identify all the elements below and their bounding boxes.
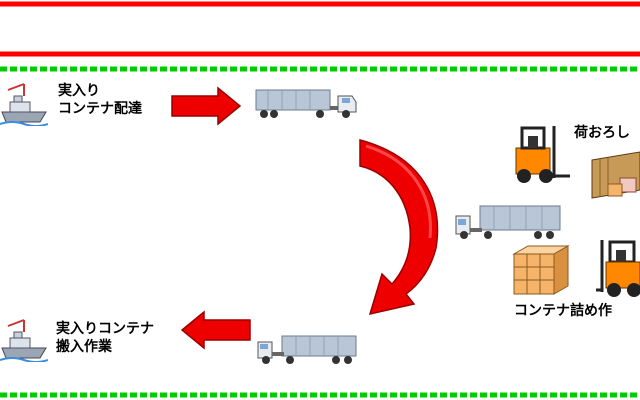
- delivery-label-line1: 実入り: [58, 83, 100, 99]
- delivery-label: 実入り コンテナ配達: [58, 82, 142, 118]
- delivery-label-line2: コンテナ配達: [58, 101, 142, 117]
- return-label-line2: 搬入作業: [56, 339, 112, 355]
- cargo-boxes-icon: [510, 242, 572, 298]
- stuffing-label: コンテナ詰め作: [514, 303, 612, 319]
- container-truck-icon: [452, 202, 564, 240]
- left-arrow-icon: [180, 310, 252, 350]
- top-red-frame: [0, 0, 640, 58]
- forklift-icon: [596, 238, 640, 300]
- container-boxes-icon: [586, 150, 640, 204]
- unloading-label: 荷おろし: [574, 125, 630, 141]
- return-label: 実入りコンテナ 搬入作業: [56, 320, 154, 356]
- container-ship-icon: [0, 318, 48, 362]
- right-arrow-icon: [170, 86, 242, 126]
- container-ship-icon: [0, 82, 48, 126]
- container-truck-icon: [256, 334, 360, 366]
- forklift-icon: [508, 124, 572, 186]
- curved-arrow-icon: [342, 138, 452, 320]
- green-dashed-frame: [0, 64, 640, 400]
- return-label-line1: 実入りコンテナ: [56, 321, 154, 337]
- container-truck-icon: [254, 88, 358, 120]
